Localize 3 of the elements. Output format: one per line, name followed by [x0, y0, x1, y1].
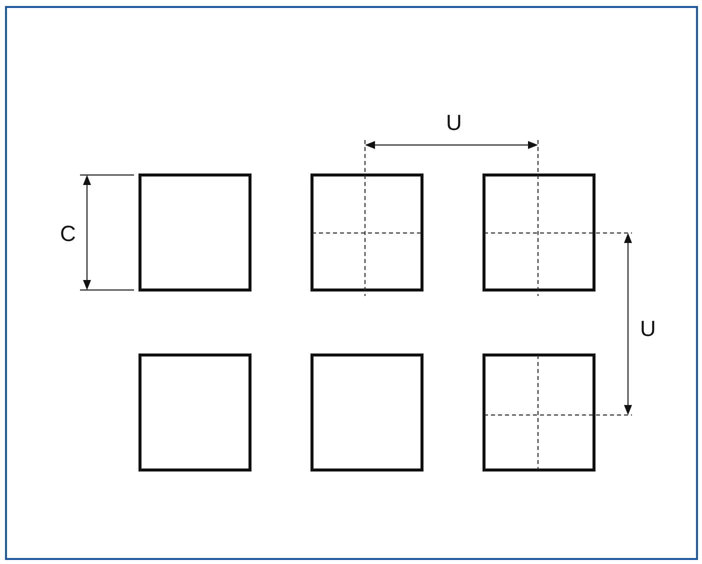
- dimension-label: C: [60, 223, 76, 245]
- dimension-label: U: [640, 318, 656, 340]
- dimension-label: U: [446, 112, 462, 134]
